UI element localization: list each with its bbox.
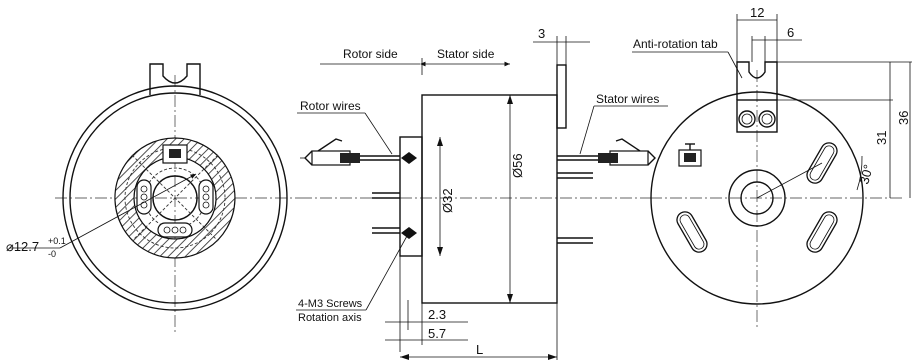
side-view xyxy=(296,36,668,360)
dim-31-label: 31 xyxy=(874,131,889,145)
diameter-56-label: Ø56 xyxy=(510,153,525,178)
flange-thickness-label: 3 xyxy=(538,26,545,41)
rotor-side-label: Rotor side xyxy=(343,47,398,61)
rotor-wires-label: Rotor wires xyxy=(300,99,361,113)
stator-side-label: Stator side xyxy=(437,47,495,61)
dim-2-3-label: 2.3 xyxy=(428,307,446,322)
bore-dimension: ⌀12.7 xyxy=(6,239,39,254)
screws-label: 4-M3 Screws xyxy=(298,298,363,310)
anti-rotation-tab-label: Anti-rotation tab xyxy=(633,37,718,51)
bore-tolerance-lower: -0 xyxy=(48,249,56,259)
tab-width-label: 12 xyxy=(750,5,764,20)
length-label: L xyxy=(476,342,483,357)
stator-side-end-view xyxy=(632,14,912,330)
angle-label: 30° xyxy=(856,163,876,186)
tab-slot-label: 6 xyxy=(787,25,794,40)
bore-tolerance-upper: +0.1 xyxy=(48,236,66,246)
diameter-32-label: Ø32 xyxy=(440,188,455,213)
stator-wires-label: Stator wires xyxy=(596,92,659,106)
rotation-axis-label: Rotation axis xyxy=(298,312,362,324)
dim-5-7-label: 5.7 xyxy=(428,326,446,341)
rotor-side-end-view xyxy=(10,63,300,335)
dim-36-label: 36 xyxy=(896,111,911,125)
